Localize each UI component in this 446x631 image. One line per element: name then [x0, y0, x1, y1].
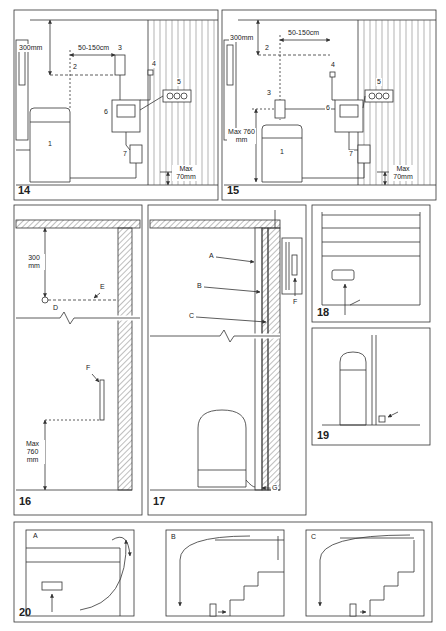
dimension-label: 300mm [229, 34, 254, 42]
wall-slat [214, 20, 215, 185]
dimension-label: 300mm [18, 44, 43, 52]
figure-number: 17 [152, 495, 166, 507]
wall-slat [184, 20, 185, 185]
callout-letter: 7 [348, 150, 354, 158]
dimension-label: Max 70mm [389, 165, 417, 181]
wall-slat [160, 20, 161, 185]
callout-letter: F [85, 364, 91, 372]
dimension-label: 300 mm [23, 254, 45, 270]
wall-slat [178, 20, 179, 185]
dimension-label: 50-150cm [77, 44, 110, 52]
callout-letter: 3 [117, 44, 123, 52]
callout-letter: 2 [264, 44, 270, 52]
wall-slat [412, 20, 413, 185]
wall-slat [430, 20, 431, 185]
figure-number: 18 [316, 306, 330, 318]
dimension-label: 50-150cm [287, 29, 320, 37]
callout-letter: B [196, 282, 203, 290]
callout-letter: 4 [151, 60, 157, 68]
wall-slat [400, 20, 401, 185]
callout-letter: 5 [176, 78, 182, 86]
callout-letter: F [292, 298, 298, 306]
callout-letter: C [188, 312, 195, 320]
wall-slat [208, 20, 209, 185]
figure-number: 14 [17, 184, 31, 196]
callout-letter: 4 [330, 61, 336, 69]
figure-number: 19 [316, 429, 330, 441]
callout-letter: 5 [376, 78, 382, 86]
wall-slat [388, 20, 389, 185]
callout-letter: 7 [122, 150, 128, 158]
dimension-label: Max 760 mm [227, 128, 256, 144]
wall-slat [154, 20, 155, 185]
callout-letter: 2 [72, 63, 78, 71]
callout-letter: 1 [47, 140, 53, 148]
callout-letter: G [271, 484, 278, 492]
callout-letter: B [170, 533, 177, 541]
dimension-label: Max 70mm [172, 165, 200, 181]
figure-number: 16 [18, 495, 32, 507]
wall-slat [190, 20, 191, 185]
wall-slat [376, 20, 377, 185]
callout-letter: A [32, 532, 39, 540]
wall-slat [202, 20, 203, 185]
callout-letter: E [99, 283, 106, 291]
callout-letter: A [208, 252, 215, 260]
dimension-label: Max 760 mm [20, 440, 45, 464]
wall-slat [172, 20, 173, 185]
callout-letter: 6 [325, 104, 331, 112]
callout-letter: D [52, 304, 59, 312]
callout-letter: 1 [279, 148, 285, 156]
callout-letter: 6 [103, 108, 109, 116]
wall-slat [406, 20, 407, 185]
figure-number: 20 [18, 606, 32, 618]
wall-slat [418, 20, 419, 185]
callout-letter: C [310, 533, 317, 541]
callout-letter: 3 [266, 89, 272, 97]
figure-number: 15 [226, 184, 240, 196]
wall-slat [394, 20, 395, 185]
wall-slat [382, 20, 383, 185]
wall-slat [196, 20, 197, 185]
wall-slat [166, 20, 167, 185]
wall-slat [424, 20, 425, 185]
